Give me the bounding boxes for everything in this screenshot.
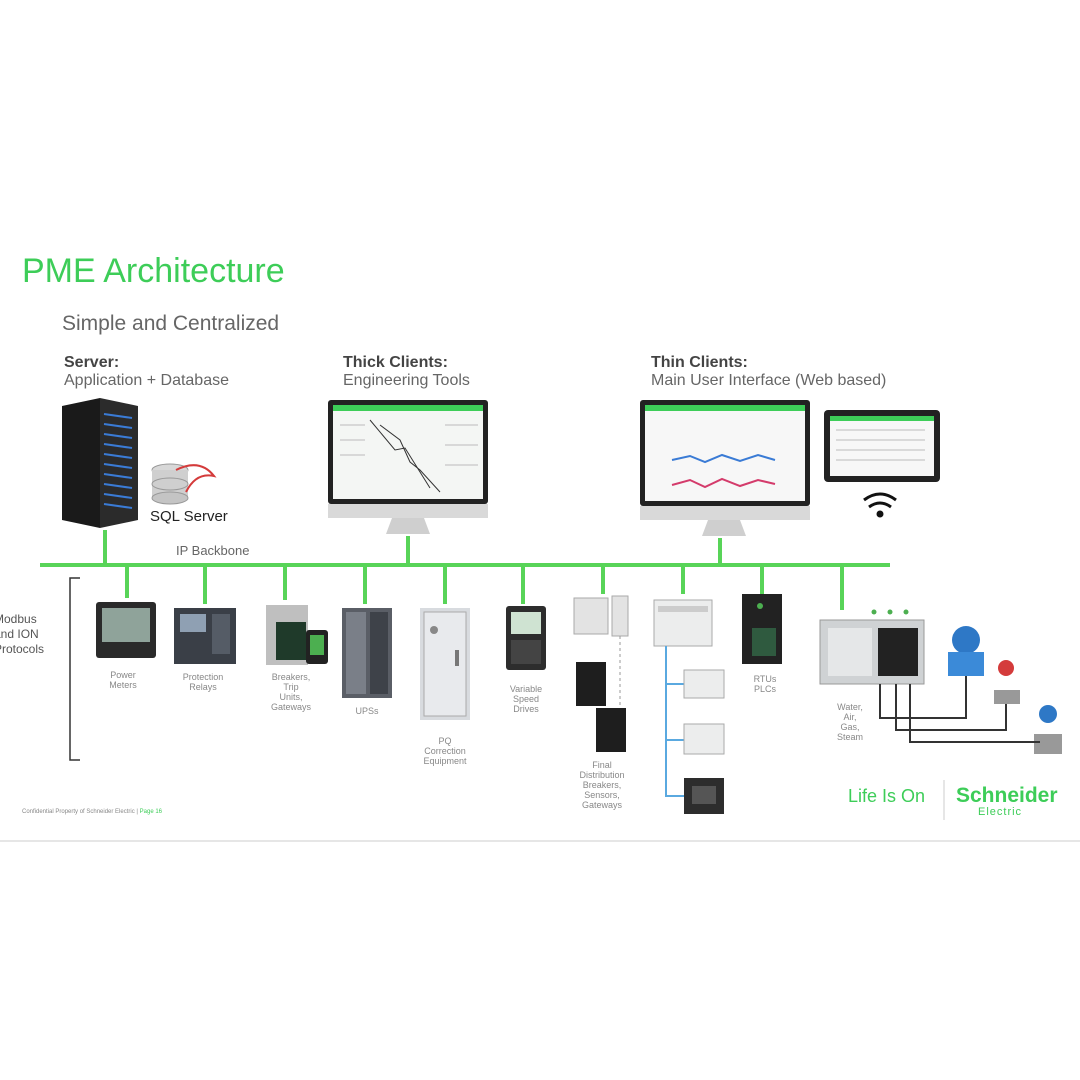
label-protection-relays: Protection Relays [168, 672, 238, 692]
label-line: Speed [512, 694, 540, 704]
label-line: Variable [509, 684, 543, 694]
label-water-air-gas-steam: Water, Air, Gas, Steam [815, 702, 885, 742]
label-line: Final [592, 760, 612, 770]
label-line: Relays [189, 682, 217, 692]
label-rtu-plc: RTUs PLCs [730, 674, 800, 694]
protocols-line-2: and ION [0, 627, 39, 641]
label-line: Meters [109, 680, 137, 690]
flow-meter-icon [948, 626, 1062, 754]
breaker-icon [266, 605, 328, 665]
vsd-icon [506, 606, 546, 670]
page-subtitle: Simple and Centralized [62, 312, 280, 335]
field-wiring [879, 676, 1040, 743]
label-line: Steam [836, 732, 863, 742]
ip-backbone-label: IP Backbone [176, 543, 250, 558]
thick-clients-heading-group: Thick Clients: Engineering Tools [343, 354, 470, 390]
label-line: PQ [438, 736, 452, 746]
label-line: Trip [283, 682, 299, 692]
label-line: RTUs [753, 674, 777, 684]
label-pq-equipment: PQ Correction Equipment [410, 736, 480, 766]
thin-client-monitor-icon [640, 400, 810, 536]
label-line: Equipment [423, 756, 467, 766]
label-line: Distribution [579, 770, 625, 780]
server-rack-icon [62, 398, 138, 528]
plc-rack-icon [819, 609, 925, 685]
final-distribution-icon [573, 595, 629, 752]
label-line: Correction [424, 746, 466, 756]
protection-relay-icon [174, 608, 236, 664]
tagline: Life Is On [848, 786, 926, 806]
brand-logo-sub: Electric [978, 806, 1023, 818]
label-line: Breakers, [582, 780, 622, 790]
thick-clients-heading: Thick Clients: [343, 354, 448, 371]
pq-cabinet-icon [420, 608, 470, 720]
label-line: Water, [837, 702, 863, 712]
protocols-line-1: Modbus [0, 612, 37, 626]
server-heading: Server: [64, 354, 120, 371]
tablet-icon [824, 410, 940, 482]
label-breakers: Breakers, Trip Units, Gateways [256, 672, 326, 712]
label-ups: UPSs [332, 706, 402, 716]
thin-clients-subheading: Main User Interface (Web based) [651, 372, 887, 389]
footer-page: Page 16 [139, 809, 162, 815]
page-title: PME Architecture [22, 252, 285, 290]
label-line: Sensors, [584, 790, 620, 800]
slide-bottom-edge [0, 840, 1080, 842]
protocols-label: Modbus and ION Protocols [0, 612, 44, 657]
label-vsd: Variable Speed Drives [491, 684, 561, 714]
label-line: Breakers, [271, 672, 311, 682]
server-subheading: Application + Database [64, 372, 229, 389]
footer-confidential: Confidential Property of Schneider Elect… [22, 809, 162, 815]
server-group-heading: Server: Application + Database [64, 354, 229, 390]
label-line: Air, [843, 712, 857, 722]
label-line: Power [110, 670, 136, 680]
protocols-line-3: Protocols [0, 642, 45, 656]
label-final-distribution: Final Distribution Breakers, Sensors, Ga… [567, 760, 637, 810]
gateway-icon [653, 599, 725, 814]
label-line: Protection [182, 672, 224, 682]
thick-clients-subheading: Engineering Tools [343, 372, 470, 389]
wifi-icon [863, 492, 897, 518]
label-line: Gateways [270, 702, 312, 712]
thin-clients-heading: Thin Clients: [651, 354, 748, 371]
thin-clients-heading-group: Thin Clients: Main User Interface (Web b… [651, 354, 886, 390]
database-icon [151, 463, 217, 505]
label-line: Gateways [581, 800, 623, 810]
label-line: Drives [513, 704, 539, 714]
label-line: PLCs [753, 684, 776, 694]
label-line: UPSs [355, 706, 379, 716]
thick-client-monitor-icon [328, 400, 488, 534]
sql-server-logo-text: SQL Server [150, 508, 228, 525]
footer-text: Confidential Property of Schneider Elect… [22, 809, 135, 815]
label-line: Gas, [840, 722, 860, 732]
ups-icon [342, 608, 392, 698]
rtu-plc-icon [742, 594, 782, 664]
power-meter-icon [96, 602, 156, 658]
ip-backbone-network [40, 530, 890, 610]
label-power-meters: Power Meters [88, 670, 158, 690]
brand-logo-name: Schneider [956, 784, 1058, 807]
protocol-bracket [69, 577, 80, 761]
label-line: Units, [279, 692, 303, 702]
